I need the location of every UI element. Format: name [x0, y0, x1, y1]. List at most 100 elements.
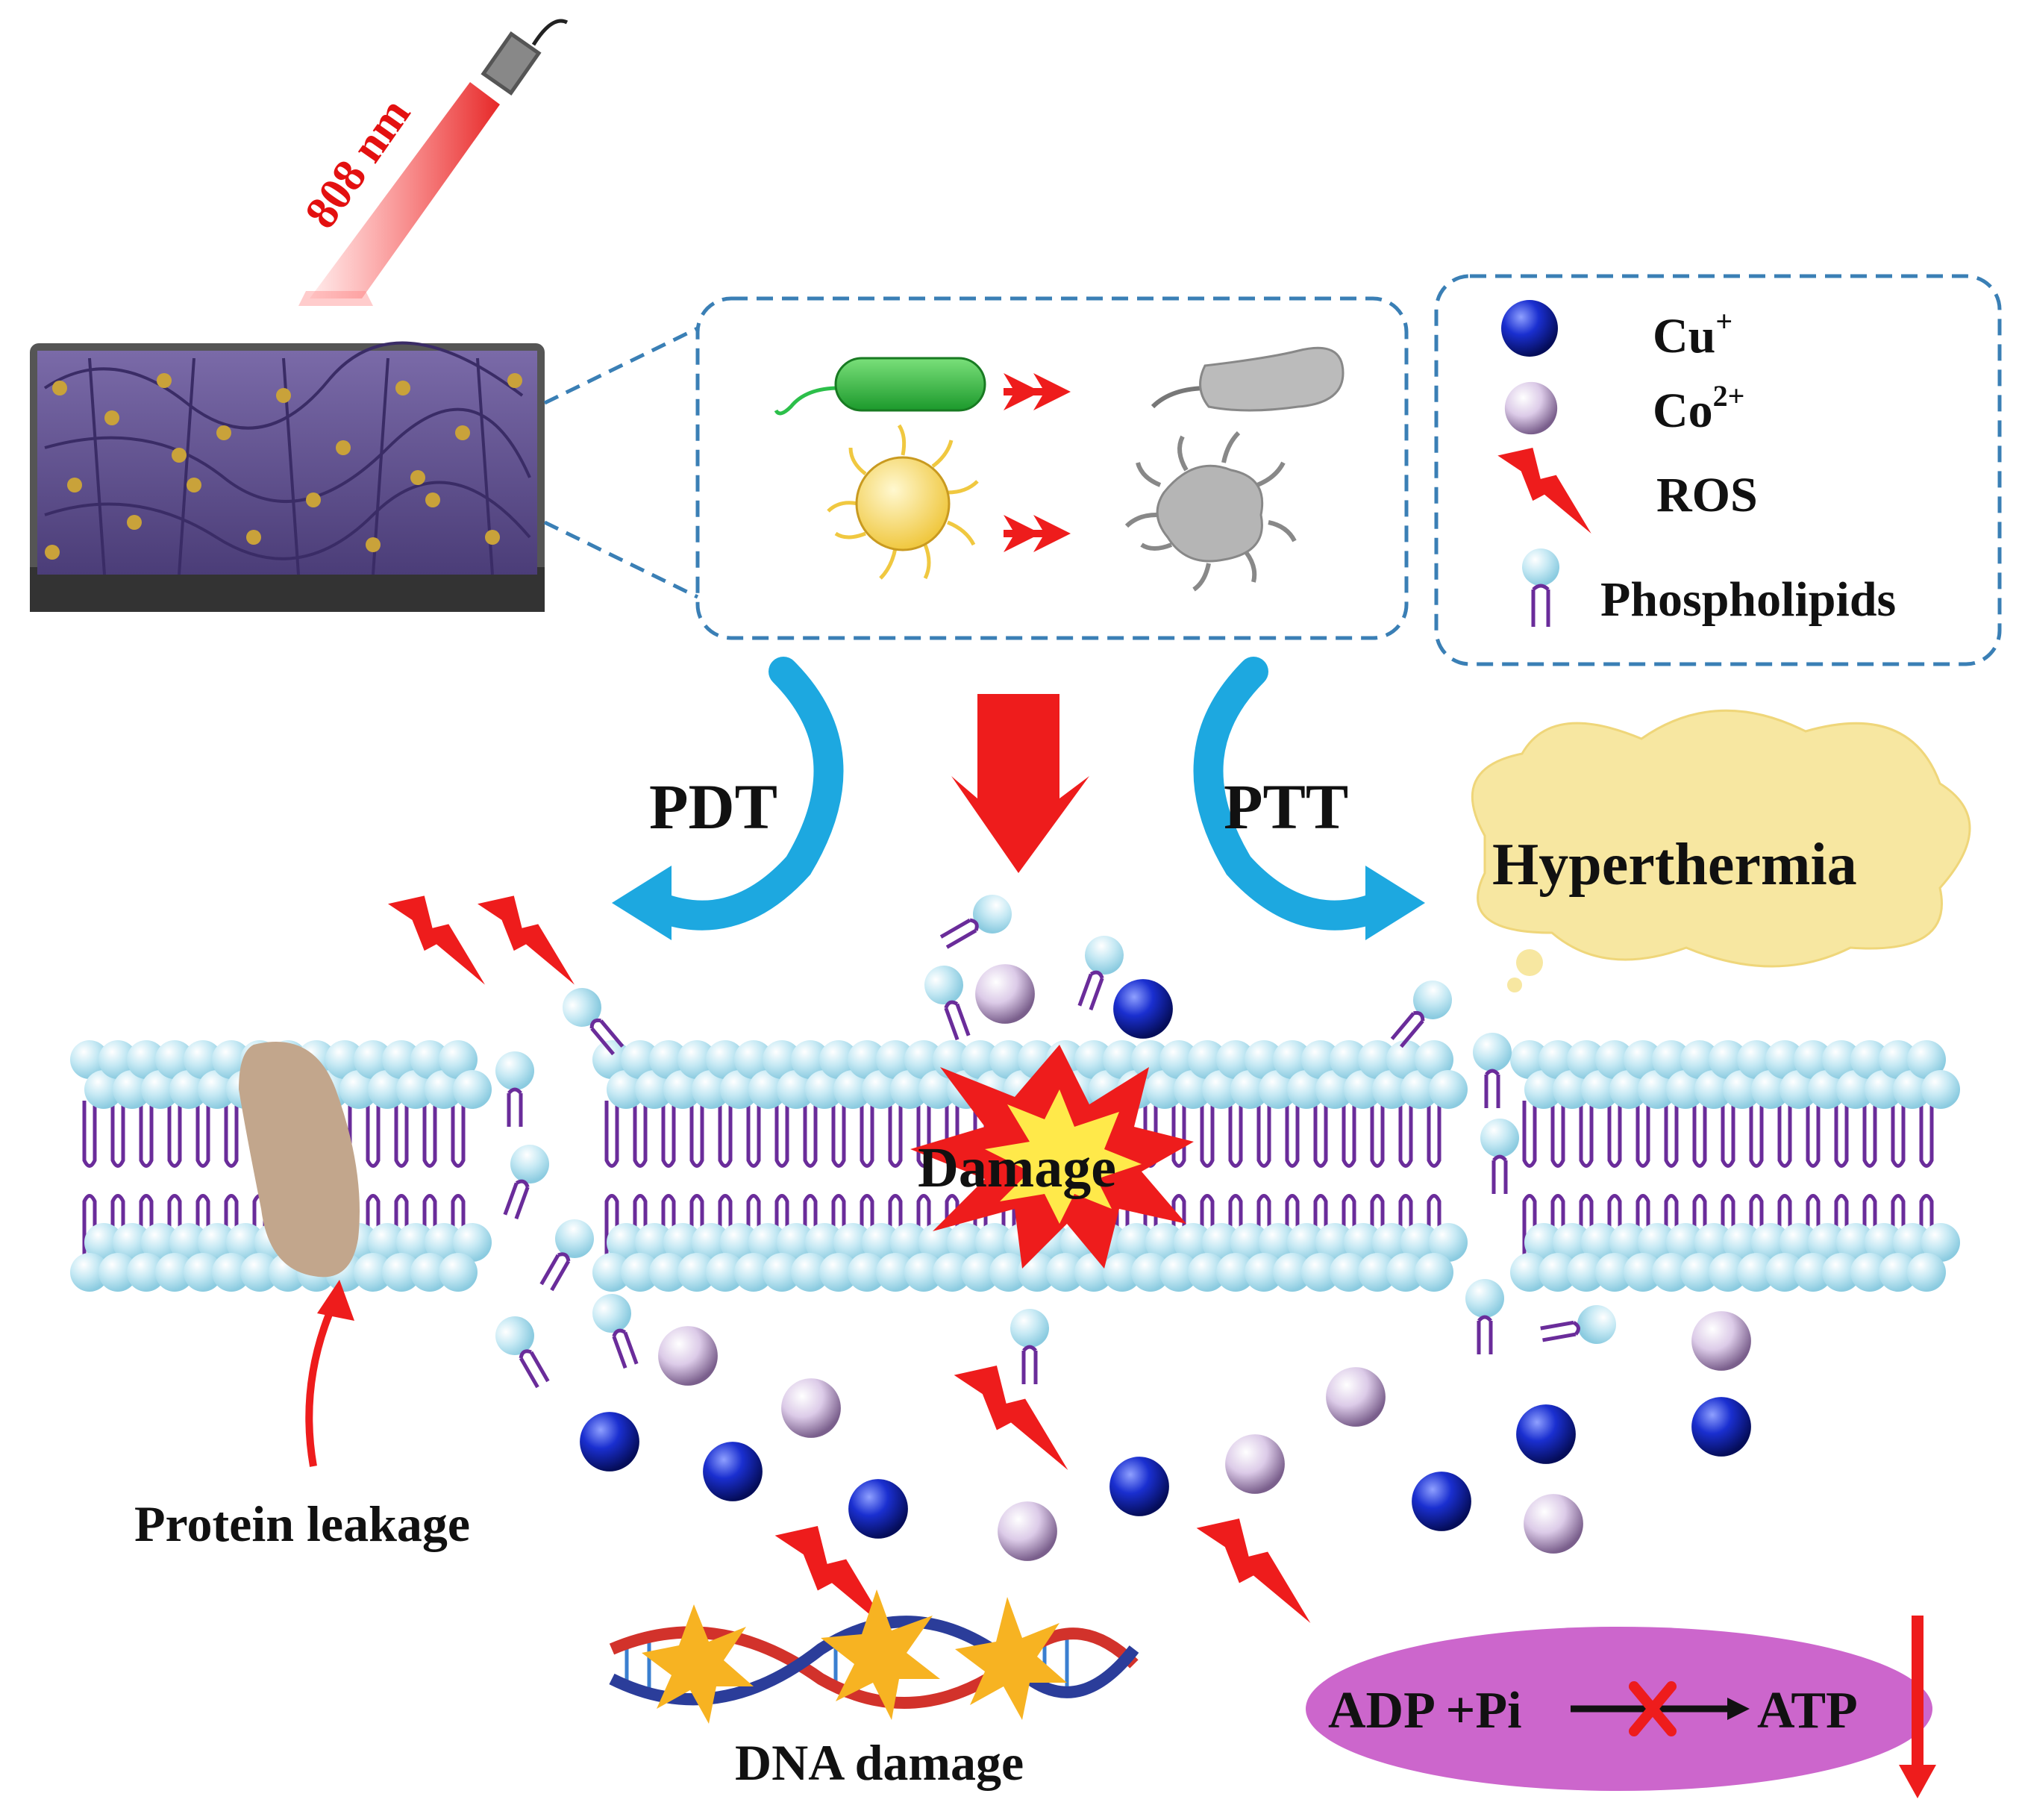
pdt-label: PDT	[649, 771, 777, 842]
lipid-tail	[1721, 1194, 1735, 1257]
lipid-head	[1652, 1040, 1691, 1079]
lipid-head	[1524, 1223, 1563, 1262]
lipid-head	[933, 1253, 971, 1292]
lipid-head	[706, 1253, 745, 1292]
lipid-head	[198, 1223, 237, 1262]
free-phospholipid	[495, 1316, 550, 1389]
lipid-head	[1188, 1253, 1227, 1292]
cu-ion-icon	[1501, 300, 1558, 357]
lipid-head	[113, 1223, 151, 1262]
lipid-head	[1117, 1223, 1156, 1262]
lipid-head	[396, 1223, 435, 1262]
lipid-head	[1595, 1040, 1634, 1079]
lipid-head	[1330, 1253, 1368, 1292]
lipid-head	[720, 1070, 759, 1109]
lipid-head	[904, 1040, 943, 1079]
lipid-tail	[1919, 1101, 1934, 1168]
lipid-head	[410, 1253, 449, 1292]
lipid-tail	[1607, 1194, 1622, 1257]
lipid-head	[325, 1040, 364, 1079]
lipid-head	[1216, 1040, 1255, 1079]
atp-reactants-label: ADP +Pi	[1328, 1682, 1522, 1739]
lipid-head	[848, 1040, 886, 1079]
lipid-tail	[774, 1101, 789, 1168]
co-ion	[1326, 1367, 1386, 1427]
lipid-tail	[860, 1194, 874, 1257]
lipid-head	[918, 1070, 957, 1109]
lipid-head	[621, 1253, 660, 1292]
lipid-head	[833, 1223, 872, 1262]
co-ion	[1524, 1494, 1583, 1554]
lipid-head	[734, 1253, 773, 1292]
lipid-tail	[604, 1101, 619, 1168]
lipid-head	[777, 1070, 816, 1109]
lipid-head	[127, 1040, 166, 1079]
lipid-tail	[167, 1194, 182, 1257]
lipid-head	[791, 1253, 830, 1292]
lipid-head	[425, 1070, 463, 1109]
lipid-head	[1245, 1253, 1283, 1292]
lipid-head	[1879, 1253, 1918, 1292]
lipid-head	[439, 1040, 478, 1079]
lipid-tail	[224, 1194, 239, 1257]
lipid-head	[862, 1070, 901, 1109]
bacteria-zoom-box	[695, 296, 1409, 640]
lipid-tail	[1834, 1101, 1849, 1168]
lipid-head	[621, 1040, 660, 1079]
protein-leakage-arrow	[305, 1280, 354, 1467]
lipid-head	[1822, 1253, 1861, 1292]
lipid-head	[382, 1040, 421, 1079]
lipid-tail	[633, 1101, 648, 1168]
protein-leakage-label: Protein leakage	[134, 1495, 470, 1552]
lipid-head	[1245, 1040, 1283, 1079]
lipid-head	[198, 1070, 237, 1109]
lipid-head	[805, 1070, 844, 1109]
lipid-tail	[1806, 1101, 1821, 1168]
rod-bacterium-dead	[1151, 346, 1345, 412]
lipid-head	[226, 1223, 265, 1262]
lipid-tail	[139, 1194, 154, 1257]
lipid-head	[70, 1040, 109, 1079]
kill-arrow-2	[1004, 515, 1071, 552]
lipid-head	[1524, 1070, 1563, 1109]
lipid-head	[1330, 1040, 1368, 1079]
lipid-head	[141, 1223, 180, 1262]
lipid-tail	[1522, 1194, 1537, 1257]
lipid-head	[1510, 1040, 1549, 1079]
lipid-head	[763, 1253, 801, 1292]
lipid-tail	[139, 1101, 154, 1168]
lipid-head	[1159, 1253, 1198, 1292]
lipid-tail	[224, 1101, 239, 1168]
lipid-head	[1386, 1040, 1425, 1079]
lipid-head	[127, 1253, 166, 1292]
free-phospholipid	[924, 966, 971, 1041]
zoom-lines	[543, 326, 699, 599]
lipid-head	[1553, 1223, 1591, 1262]
lipid-tail	[1285, 1194, 1300, 1257]
co-ion	[975, 964, 1035, 1024]
free-phospholipid	[1473, 1033, 1512, 1108]
lipid-head	[1567, 1253, 1606, 1292]
lipid-tail	[1370, 1101, 1385, 1168]
lipid-head	[1850, 1040, 1889, 1079]
lipid-head	[1879, 1040, 1918, 1079]
lipid-head	[1595, 1253, 1634, 1292]
co-ion	[1691, 1311, 1751, 1371]
lipid-tail	[916, 1194, 931, 1257]
lipid-head	[1174, 1223, 1212, 1262]
lipid-tail	[1427, 1194, 1442, 1257]
lipid-head	[592, 1040, 631, 1079]
lipid-tail	[1313, 1101, 1328, 1168]
lipid-tail	[110, 1101, 125, 1168]
coccus-bacterium-live	[827, 424, 979, 580]
lipid-head	[904, 1253, 943, 1292]
lipid-tail	[451, 1101, 466, 1168]
lipid-head	[1344, 1070, 1383, 1109]
lipid-tail	[1550, 1194, 1565, 1257]
lipid-head	[677, 1040, 716, 1079]
lipid-head	[1315, 1070, 1354, 1109]
free-phospholipid	[592, 1294, 639, 1369]
lipid-tail	[1777, 1101, 1792, 1168]
lipid-head	[819, 1253, 858, 1292]
lipid-head	[890, 1223, 929, 1262]
